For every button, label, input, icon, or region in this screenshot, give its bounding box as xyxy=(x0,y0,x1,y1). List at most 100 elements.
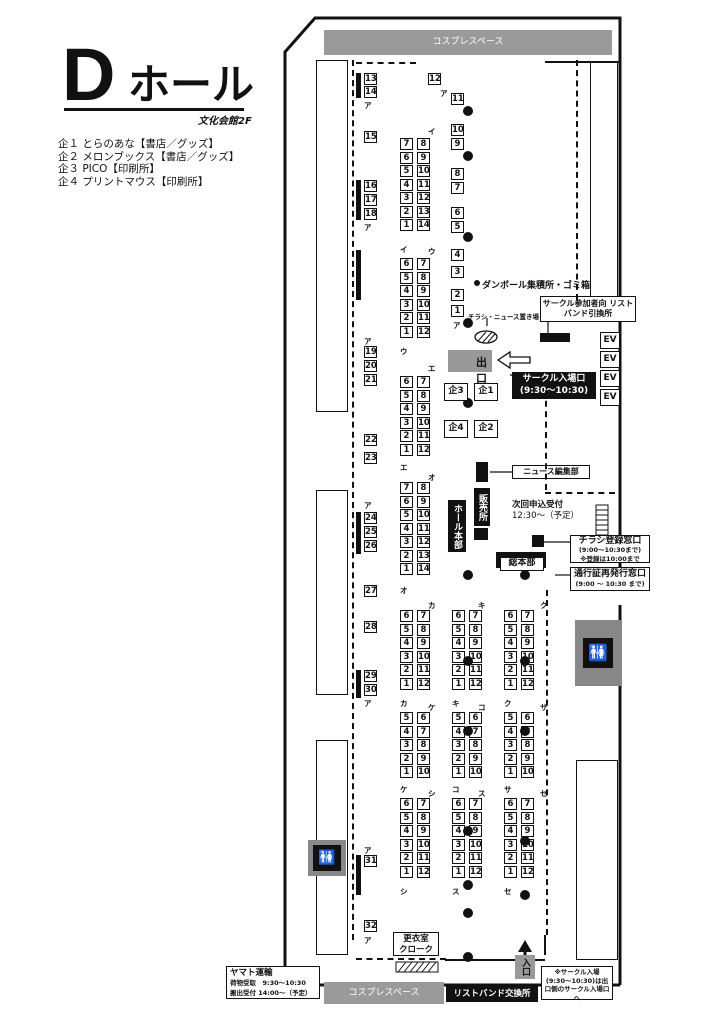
toilet-left: 🚻 xyxy=(308,840,346,876)
booth-seat: 5 xyxy=(452,811,465,824)
elevator: EV xyxy=(600,370,620,387)
booth-seat: 5 xyxy=(452,623,465,636)
aisle-label: オ xyxy=(400,586,408,595)
booth-seat: 8 xyxy=(521,739,534,751)
booth-seat: 8 xyxy=(417,482,430,494)
wristband-pickup-box: サークル参加者向 リストバンド引換所 xyxy=(540,296,636,322)
wall-seat: 23 xyxy=(364,452,377,464)
booth-seat: 1 xyxy=(504,677,517,690)
booth-seat: 6 xyxy=(400,495,413,508)
booth-seat: 10 xyxy=(417,509,430,521)
booth-seat: 9 xyxy=(417,637,430,649)
booth-seat: 5 xyxy=(400,271,413,284)
wall-seat: 25 xyxy=(364,526,377,538)
aisle-label: ア xyxy=(364,337,372,346)
booth-seat: 7 xyxy=(521,798,534,810)
wall-table xyxy=(356,180,361,220)
booth-seat: 2 xyxy=(504,752,517,765)
booth-seat: 1 xyxy=(452,865,465,878)
booth-seat: 11 xyxy=(417,430,430,442)
booth-seat: 8 xyxy=(469,623,482,636)
dressing-label: 更衣室 xyxy=(403,934,429,944)
wall-block-right xyxy=(576,760,618,960)
elevator: EV xyxy=(600,332,620,349)
aisle-label: キ xyxy=(478,601,486,610)
booth-seat: 4 xyxy=(452,637,465,649)
wristband-pickup-label: サークル参加者向 リストバンド引換所 xyxy=(542,299,634,318)
aisle-label: ア xyxy=(364,501,372,510)
company-booth: 企2 xyxy=(474,420,498,438)
aisle-label: ア xyxy=(364,846,372,855)
booth-seat: 4 xyxy=(504,725,517,738)
marker-dot xyxy=(474,280,480,286)
booth-seat: 11 xyxy=(417,852,430,864)
restroom-icon: 🚻 xyxy=(583,638,613,668)
wall-seat: 15 xyxy=(364,131,377,143)
booth-seat: 7 xyxy=(469,610,482,622)
booth-seat: 10 xyxy=(417,416,430,429)
top-seat: 5 xyxy=(451,221,464,233)
partition-line xyxy=(352,60,354,940)
hall-title: ホール xyxy=(128,60,255,109)
wall-seat: 32 xyxy=(364,920,377,932)
partition-line xyxy=(545,380,547,490)
booth-seat: 4 xyxy=(400,285,413,297)
booth-seat: 11 xyxy=(417,664,430,676)
wristband-exchange: リストバンド交換所 xyxy=(446,986,538,1002)
booth-seat: 11 xyxy=(469,664,482,676)
booth-seat: 5 xyxy=(400,509,413,521)
booth-seat: 10 xyxy=(417,298,430,311)
booth-seat: 3 xyxy=(400,298,413,311)
pillar xyxy=(463,826,473,836)
booth-seat: 5 xyxy=(452,712,465,724)
pillar xyxy=(463,880,473,890)
booth-seat: 12 xyxy=(417,443,430,456)
circle-entrance-time: (9:30〜10:30) xyxy=(519,386,589,396)
wall-block xyxy=(316,60,348,412)
flyer-register-note: ※登録は10:00まで xyxy=(580,555,640,563)
wall-seat: 26 xyxy=(364,540,377,552)
next-application-label: 次回申込受付 xyxy=(512,500,564,510)
booth-seat: 7 xyxy=(469,798,482,810)
booth-seat: 9 xyxy=(469,752,482,765)
booth-seat: 7 xyxy=(417,610,430,622)
booth-seat: 9 xyxy=(417,285,430,297)
booth-seat: 12 xyxy=(521,865,534,878)
booth-seat: 2 xyxy=(400,852,413,864)
aisle-label: ケ xyxy=(400,785,408,794)
booth-seat: 7 xyxy=(417,376,430,388)
partition-line xyxy=(546,590,548,935)
booth-seat: 5 xyxy=(400,811,413,824)
aisle-label: ウ xyxy=(428,247,436,256)
yamato-receive: 荷物受取 9:30〜10:30 xyxy=(230,979,306,987)
news-desk xyxy=(476,462,488,482)
flyer-label: チラシ・ニュース置き場 xyxy=(468,313,540,321)
flyer-register-time: (9:00〜10:30まで) xyxy=(578,546,642,554)
partition-line xyxy=(356,62,416,64)
booth-seat: 6 xyxy=(521,712,534,724)
yamato-label: ヤマト運輸 xyxy=(230,968,273,978)
next-application-time: 12:30〜（予定） xyxy=(512,511,579,521)
hall-headquarters: ホール本部 xyxy=(448,500,466,552)
booth-seat: 9 xyxy=(417,151,430,164)
booth-seat: 8 xyxy=(417,271,430,284)
booth-seat: 2 xyxy=(452,752,465,765)
cloak-label: クローク xyxy=(398,945,433,955)
aisle-label: カ xyxy=(400,699,408,708)
top-seat: 4 xyxy=(451,249,464,261)
aisle-label: ア xyxy=(364,936,372,945)
wall-seat: 21 xyxy=(364,374,377,386)
general-hq: 総本部 xyxy=(500,557,544,571)
booth-seat: 5 xyxy=(400,623,413,636)
booth-seat: 10 xyxy=(417,766,430,778)
booth-seat: 10 xyxy=(417,650,430,663)
circle-entrance-label: サークル入場口 xyxy=(522,374,586,384)
company-booth: 企4 xyxy=(444,420,468,438)
booth-seat: 9 xyxy=(469,637,482,649)
wall-seat: 14 xyxy=(364,86,377,98)
booth-seat: 1 xyxy=(400,563,413,575)
booth-seat: 7 xyxy=(417,798,430,810)
pickup-desk xyxy=(540,333,570,342)
booth-seat: 1 xyxy=(400,443,413,456)
wall-seat: 13 xyxy=(364,73,377,85)
